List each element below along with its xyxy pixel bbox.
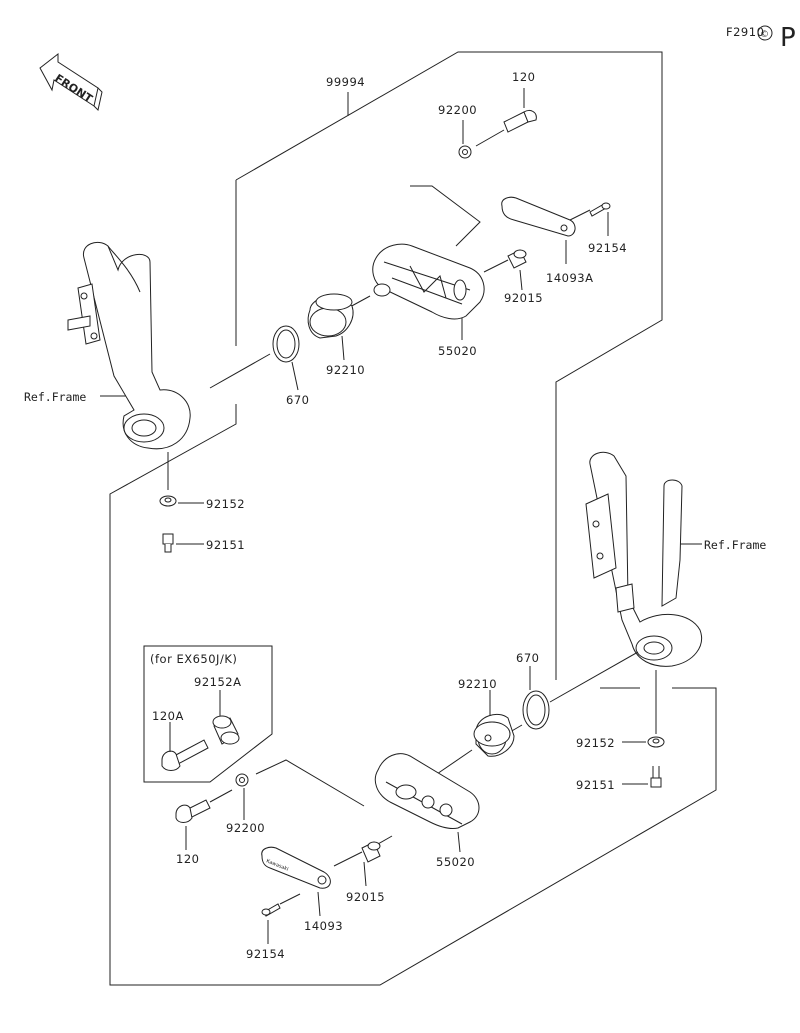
leader-92015-bottom	[363, 861, 367, 887]
front-arrow-icon: FRONT	[39, 52, 103, 111]
assembly-boundary-top	[235, 51, 663, 680]
part-670-bottom	[522, 690, 550, 730]
part-92015-bottom	[361, 841, 381, 863]
label-92200-bottom: 92200	[226, 821, 265, 835]
ref-frame-right-label: Ref.Frame	[704, 538, 766, 552]
part-92210-top	[307, 293, 354, 339]
part-14093A	[501, 196, 576, 237]
frame-left	[67, 242, 191, 450]
copyright-symbol: ©	[760, 30, 769, 40]
label-14093: 14093	[304, 919, 343, 933]
part-92152-left	[159, 495, 177, 507]
axis-120-bottom	[209, 789, 233, 803]
axis-92015-bottom-2	[377, 835, 393, 845]
label-92210-top: 92210	[326, 363, 365, 377]
part-120A	[161, 739, 209, 771]
label-92015-top: 92015	[504, 291, 543, 305]
label-120-top: 120	[512, 70, 535, 84]
leader-14093	[317, 891, 321, 917]
part-92154-bottom	[261, 903, 281, 917]
leader-670-top	[291, 361, 299, 391]
part-92200-top	[458, 145, 472, 159]
label-92152A: 92152A	[194, 675, 241, 689]
label-120A: 120A	[152, 709, 184, 723]
guide-line-92200-bottom	[255, 759, 365, 807]
label-92151-right: 92151	[576, 778, 615, 792]
leader-92210-top	[341, 335, 345, 361]
part-92015-top	[507, 249, 527, 269]
part-120-top	[503, 109, 537, 133]
figure-code: F2910	[726, 25, 764, 39]
part-55020-top	[372, 243, 485, 320]
label-670-bottom: 670	[516, 651, 539, 665]
leader-92015-top	[519, 269, 523, 291]
label-92200-top: 92200	[438, 103, 477, 117]
variant-box	[143, 645, 273, 783]
ref-frame-left-label: Ref.Frame	[24, 390, 86, 404]
label-92154-top: 92154	[588, 241, 627, 255]
part-120-bottom	[175, 799, 211, 823]
part-92210-bottom	[473, 714, 515, 757]
assembly-boundary-left2	[109, 404, 717, 986]
frame-right	[585, 451, 702, 667]
label-92154-bottom: 92154	[246, 947, 285, 961]
axis-line-top	[209, 353, 271, 389]
part-92152-right	[647, 736, 665, 748]
part-92200-bottom	[235, 773, 249, 787]
label-variant-note: (for EX650J/K)	[150, 652, 237, 666]
part-92152A	[212, 715, 240, 745]
part-92151-right	[650, 766, 662, 788]
label-92152-left: 92152	[206, 497, 245, 511]
label-670-top: 670	[286, 393, 309, 407]
label-92151-left: 92151	[206, 538, 245, 552]
front-label: FRONT	[52, 72, 95, 106]
axis-92015-top	[483, 259, 509, 273]
label-99994: 99994	[326, 75, 365, 89]
label-120-bottom: 120	[176, 852, 199, 866]
page-prefix: P	[780, 23, 796, 53]
label-92152-right: 92152	[576, 736, 615, 750]
part-92154-top	[589, 202, 611, 217]
axis-line-bottom	[549, 651, 639, 703]
axis-14093A-92154	[569, 209, 591, 221]
part-92151-left	[162, 533, 174, 553]
part-55020-bottom	[374, 753, 480, 829]
axis-92015-bottom	[333, 851, 363, 867]
part-14093: Kawasaki	[261, 846, 331, 889]
axis-92200-120	[475, 129, 505, 147]
guide-line-92200-top	[410, 185, 481, 247]
axis-92154-bottom	[279, 893, 301, 905]
label-55020-top: 55020	[438, 344, 477, 358]
label-92015-bottom: 92015	[346, 890, 385, 904]
part-670-top	[272, 325, 300, 363]
label-55020-bottom: 55020	[436, 855, 475, 869]
copyright-icon	[757, 25, 773, 41]
axis-line-bottom-3	[433, 749, 473, 777]
label-14093A: 14093A	[546, 271, 593, 285]
label-92210-bottom: 92210	[458, 677, 497, 691]
leader-55020-bottom	[457, 831, 461, 853]
